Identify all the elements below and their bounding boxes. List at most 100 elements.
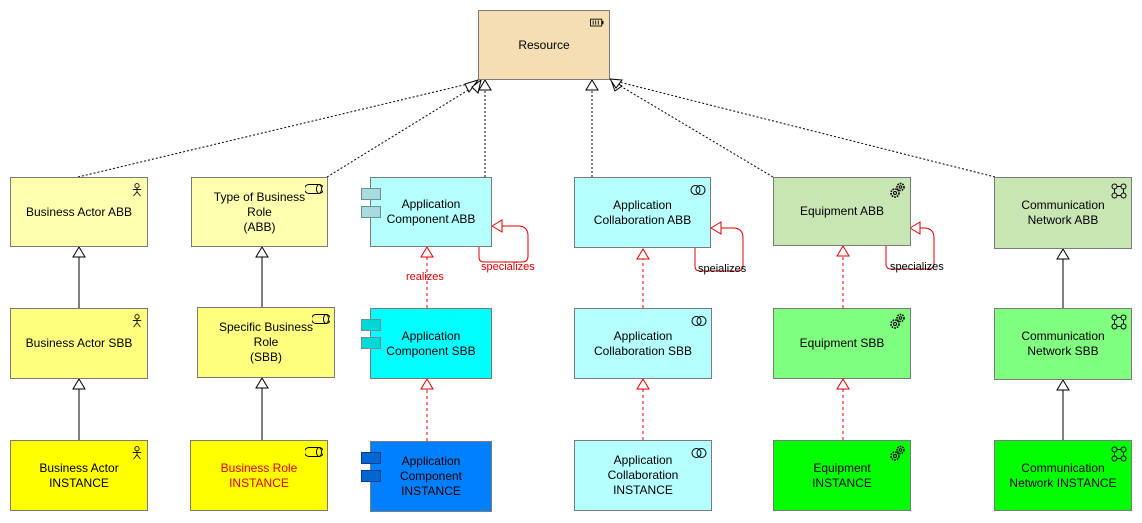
gears-icon bbox=[890, 445, 905, 461]
node-app-component-instance[interactable]: Application Component INSTANCE bbox=[361, 441, 492, 512]
arrowhead bbox=[491, 219, 503, 233]
node-label: Business Actor ABB bbox=[25, 204, 133, 219]
arrowhead bbox=[478, 79, 492, 91]
collaboration-icon bbox=[691, 316, 707, 326]
component-icon bbox=[361, 319, 381, 351]
edge-business-actor-abb-to-resource bbox=[77, 82, 473, 178]
arrowhead bbox=[1056, 248, 1070, 260]
node-business-role-abb[interactable]: Type of Business Role (ABB) bbox=[191, 177, 328, 247]
edge-equipment-abb-to-resource bbox=[616, 83, 774, 178]
component-tab bbox=[361, 452, 381, 464]
arrowhead bbox=[636, 248, 650, 260]
arrowhead bbox=[609, 78, 623, 89]
arrowhead bbox=[255, 377, 269, 389]
component-tab bbox=[361, 188, 381, 200]
edge-comm-network-abb-to-resource bbox=[618, 81, 996, 178]
arrowhead bbox=[836, 378, 850, 390]
edge-label-specializes-app-component: specializes bbox=[481, 261, 535, 273]
edge-label-realizes: realizes bbox=[406, 271, 444, 283]
node-equipment-abb[interactable]: Equipment ABB bbox=[773, 177, 911, 246]
loop-equipment-abb bbox=[885, 227, 935, 270]
node-business-actor-instance[interactable]: Business Actor INSTANCE bbox=[10, 440, 148, 511]
solid-specialization-edges bbox=[78, 257, 1064, 440]
arrowhead bbox=[255, 246, 269, 258]
arrowhead bbox=[420, 378, 434, 390]
edge-business-role-abb-to-resource bbox=[326, 83, 479, 178]
component-tab bbox=[361, 206, 381, 218]
loop-app-collab-abb bbox=[694, 227, 744, 272]
arrowhead bbox=[585, 79, 599, 91]
arrowhead bbox=[72, 378, 86, 390]
realization-edges bbox=[426, 256, 844, 441]
node-label: Equipment ABB bbox=[799, 204, 885, 218]
solid-arrowheads bbox=[72, 246, 1070, 391]
node-app-component-abb[interactable]: Application Component ABB bbox=[361, 177, 492, 247]
component-icon bbox=[361, 452, 381, 484]
node-label: Application Collaboration INSTANCE bbox=[607, 453, 679, 497]
node-comm-network-abb[interactable]: Communication Network ABB bbox=[994, 177, 1132, 249]
self-specialization-loops bbox=[478, 219, 935, 272]
node-label: Application Component SBB bbox=[386, 328, 476, 358]
node-label: Type of Business Role (ABB) bbox=[213, 189, 306, 234]
node-label: Business Role INSTANCE bbox=[220, 460, 298, 490]
collaboration-icon bbox=[690, 185, 706, 195]
component-icon bbox=[361, 188, 381, 220]
node-label: Application Component ABB bbox=[386, 197, 476, 226]
gears-icon bbox=[890, 182, 905, 198]
node-comm-network-instance[interactable]: Communication Network INSTANCE bbox=[994, 440, 1132, 511]
resource-icon bbox=[590, 18, 604, 27]
loop-app-component-abb bbox=[478, 225, 529, 263]
arrowhead bbox=[1056, 379, 1070, 391]
edge-label-specializes-equipment: specializes bbox=[890, 261, 944, 273]
role-icon bbox=[312, 314, 330, 324]
node-equipment-sbb[interactable]: Equipment SBB bbox=[773, 308, 911, 379]
node-equipment-instance[interactable]: Equipment INSTANCE bbox=[773, 440, 911, 511]
component-tab bbox=[361, 337, 381, 349]
arrowhead bbox=[420, 246, 434, 258]
node-business-role-instance[interactable]: Business Role INSTANCE bbox=[190, 440, 328, 511]
node-label: Equipment INSTANCE bbox=[812, 460, 872, 490]
node-label: Specific Business Role (SBB) bbox=[218, 320, 314, 364]
node-business-actor-sbb[interactable]: Business Actor SBB bbox=[10, 308, 148, 379]
hollow-arrowheads-resource bbox=[464, 78, 623, 94]
node-label: Application Collaboration SBB bbox=[593, 328, 693, 358]
arrowhead bbox=[636, 378, 650, 390]
node-label: Communication Network ABB bbox=[1021, 198, 1105, 227]
node-label: Communication Network INSTANCE bbox=[1009, 460, 1117, 490]
node-label: Application Collaboration ABB bbox=[593, 197, 692, 227]
arrowhead bbox=[710, 221, 722, 235]
node-label: Business Actor INSTANCE bbox=[39, 460, 119, 490]
actor-icon bbox=[132, 446, 142, 460]
node-app-collab-sbb[interactable]: Application Collaboration SBB bbox=[574, 308, 712, 379]
node-comm-network-sbb[interactable]: Communication Network SBB bbox=[994, 308, 1132, 380]
collaboration-icon bbox=[691, 448, 707, 458]
arrowhead bbox=[836, 245, 850, 257]
node-business-role-sbb[interactable]: Specific Business Role (SBB) bbox=[197, 307, 335, 378]
arrowhead bbox=[72, 246, 86, 258]
node-label: Equipment SBB bbox=[799, 336, 885, 350]
actor-icon bbox=[132, 183, 142, 197]
network-icon bbox=[1111, 446, 1127, 462]
node-label: Communication Network SBB bbox=[1021, 329, 1105, 358]
node-label: Application Component INSTANCE bbox=[399, 454, 463, 498]
edge-label-specializes-app-collab: speializes bbox=[698, 263, 747, 275]
arrowhead bbox=[909, 221, 921, 235]
network-icon bbox=[1111, 314, 1127, 330]
network-icon bbox=[1111, 183, 1127, 199]
actor-icon bbox=[132, 314, 142, 328]
node-app-component-sbb[interactable]: Application Component SBB bbox=[361, 308, 492, 379]
role-icon bbox=[305, 184, 323, 194]
gears-icon bbox=[890, 313, 905, 329]
role-icon bbox=[305, 447, 323, 457]
component-tab bbox=[361, 319, 381, 331]
node-label: Resource bbox=[518, 37, 570, 52]
node-label: Business Actor SBB bbox=[25, 336, 133, 350]
node-business-actor-abb[interactable]: Business Actor ABB bbox=[10, 177, 148, 247]
component-tab bbox=[361, 470, 381, 482]
node-resource[interactable]: Resource bbox=[478, 10, 610, 80]
node-app-collab-abb[interactable]: Application Collaboration ABB bbox=[574, 177, 711, 248]
node-app-collab-instance[interactable]: Application Collaboration INSTANCE bbox=[574, 440, 712, 511]
specialization-edges-to-resource bbox=[77, 81, 996, 178]
